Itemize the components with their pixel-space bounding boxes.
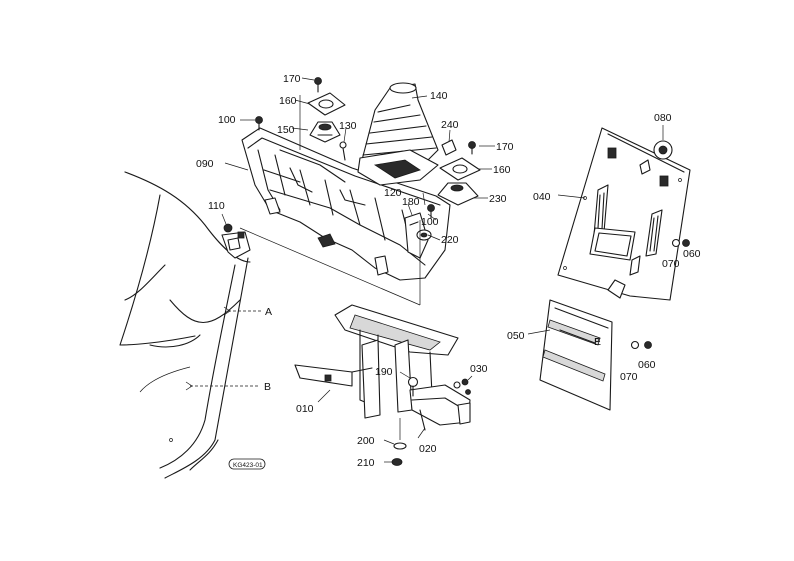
label-ref-a: A	[265, 306, 272, 318]
label-240: 240	[441, 119, 459, 131]
label-010: 010	[296, 403, 314, 415]
drawing-code-text: KG423-01	[233, 462, 263, 469]
label-ref-b: B	[264, 381, 271, 393]
part-220-grommet	[416, 229, 432, 241]
label-150: 150	[277, 124, 295, 136]
part-040-board	[557, 127, 691, 301]
part-140-shift-boot	[357, 82, 439, 186]
console-boundary-line	[239, 227, 421, 306]
part-130-pin	[339, 141, 347, 161]
part-210-nut	[391, 458, 403, 466]
label-070-lower: 070	[620, 371, 638, 383]
part-100-bolt-left	[255, 116, 263, 131]
part-200-washer	[393, 442, 407, 450]
label-040: 040	[533, 191, 551, 203]
callout-leaders	[224, 77, 664, 463]
part-240-clip	[441, 139, 457, 156]
part-110-bracket	[221, 213, 251, 259]
part-170-bolt-left	[314, 77, 322, 93]
label-200: 200	[357, 435, 375, 447]
drawing-code-stamp: KG423-01	[228, 458, 266, 470]
part-070-washer-upper	[671, 238, 681, 248]
label-140: 140	[430, 90, 448, 102]
label-050: 050	[507, 330, 525, 342]
label-080: 080	[654, 112, 672, 124]
label-ref-e: E	[594, 336, 601, 348]
part-050-plate	[539, 299, 613, 411]
label-060-upper: 060	[683, 248, 701, 260]
label-170-left: 170	[283, 73, 301, 85]
part-080-knob	[653, 140, 673, 160]
label-220: 220	[441, 234, 459, 246]
part-030-bolts	[453, 378, 471, 395]
label-230: 230	[489, 193, 507, 205]
label-120: 120	[384, 187, 402, 199]
label-130: 130	[339, 120, 357, 132]
part-170-bolt-right	[468, 141, 476, 155]
part-060-nut-upper	[682, 239, 690, 247]
label-070-upper: 070	[662, 258, 680, 270]
part-060-nut-lower	[644, 341, 652, 349]
part-150-mount-left	[309, 121, 341, 143]
label-190: 190	[375, 366, 393, 378]
label-090: 090	[196, 158, 214, 170]
part-020-bracket	[409, 384, 471, 431]
part-070-washer-lower	[630, 340, 640, 350]
label-060-lower: 060	[638, 359, 656, 371]
label-100-right: 100	[421, 216, 439, 228]
label-100-left: 100	[218, 114, 236, 126]
body-panel	[119, 171, 251, 479]
part-190-bolt	[407, 376, 419, 397]
label-110: 110	[208, 200, 225, 212]
part-230-mount-right	[437, 182, 479, 206]
label-180: 180	[402, 196, 420, 208]
part-160-plate-left	[307, 92, 346, 116]
label-210: 210	[357, 457, 375, 469]
callout-labels: 170 160 100 150 130 140 240 170 160 230 …	[196, 73, 701, 469]
label-160-right: 160	[493, 164, 511, 176]
label-020: 020	[419, 443, 437, 455]
part-100-bolt-right	[427, 204, 435, 219]
label-160-left: 160	[279, 95, 297, 107]
label-030: 030	[470, 363, 488, 375]
label-170-right: 170	[496, 141, 514, 153]
part-160-plate-right	[439, 157, 481, 181]
